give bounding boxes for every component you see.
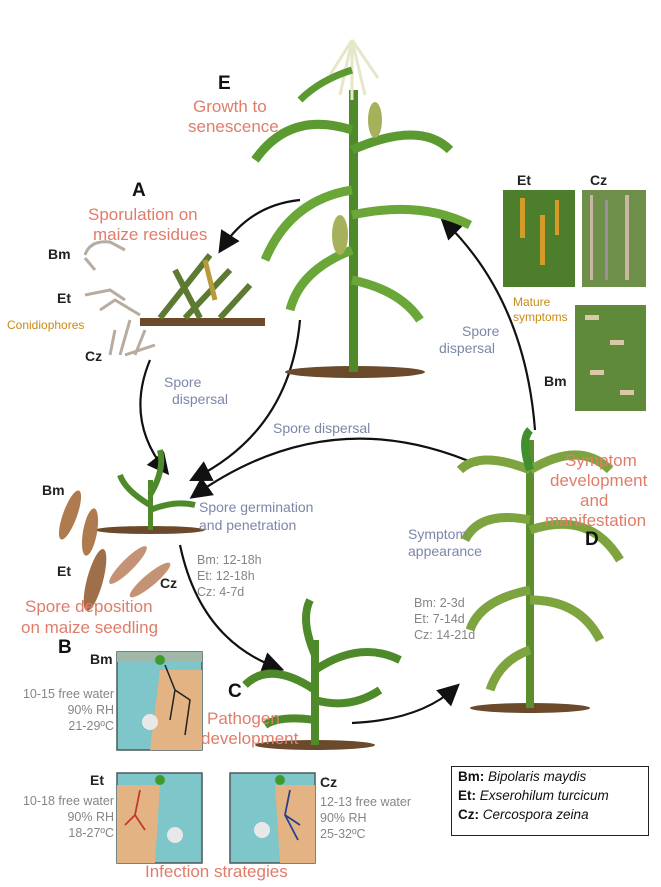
arrow-d-to-b [189, 437, 479, 499]
mature-symptoms-line2: symptoms [513, 310, 568, 324]
mature-cz-label: Cz [590, 172, 608, 188]
conidiophore-cz-label: Cz [85, 348, 103, 364]
mature-symptoms-line1: Mature [513, 295, 551, 309]
legend-name-cz: Cercospora zeina [482, 807, 589, 822]
arrow-e-to-b [189, 319, 302, 481]
legend-row-et: Et: Exserohilum turcicum [452, 786, 648, 805]
maize-residues [140, 253, 265, 326]
stage-d-title-line3: and [580, 491, 609, 510]
stage-d-letter: D [585, 529, 599, 550]
legend-abbr-cz: Cz: [458, 807, 479, 822]
species-legend: Bm: Bipolaris maydis Et: Exserohilum tur… [451, 766, 649, 836]
spores-illustration [58, 490, 171, 611]
stage-b-title-line1: Spore deposition [25, 597, 153, 616]
spore-et-label: Et [57, 563, 71, 579]
legend-abbr-et: Et: [458, 788, 476, 803]
stage-a-title-line1: Sporulation on [88, 205, 198, 224]
cz-condition-rh: 90% RH [320, 811, 367, 825]
stage-d-title-line2: development [550, 471, 648, 490]
stage-e-title-line2: senescence [188, 117, 279, 136]
germination-line2: and penetration [199, 517, 297, 533]
germination-time-bm: Bm: 12-18h [197, 553, 262, 567]
arrow-b-to-c [178, 544, 285, 674]
infection-section-bm [116, 651, 203, 751]
stage-c-letter: C [228, 681, 242, 702]
infection-cz-label: Cz [320, 774, 338, 790]
maize-seedling [95, 449, 205, 534]
et-condition-water: 10-18 free water [22, 794, 114, 808]
legend-name-bm: Bipolaris maydis [488, 769, 587, 784]
young-maize-plant [242, 598, 402, 750]
arrow-d-to-e [440, 217, 537, 431]
infection-strategies-title: Infection strategies [145, 862, 288, 881]
spore-dispersal-middle: Spore dispersal [273, 420, 371, 436]
stage-b-title-line2: on maize seedling [21, 618, 159, 637]
germination-time-cz: Cz: 4-7d [197, 585, 245, 599]
germination-line1: Spore germination [199, 499, 314, 515]
conidiophores-label: Conidiophores [7, 318, 85, 332]
spore-dispersal-left-line1: Spore [164, 374, 202, 390]
arrow-a-to-b [139, 359, 170, 476]
spore-dispersal-right-line2: dispersal [439, 340, 496, 356]
stage-c-title-line2: development [201, 729, 299, 748]
legend-row-bm: Bm: Bipolaris maydis [452, 767, 648, 786]
infection-section-et [116, 772, 203, 864]
bm-condition-temp: 21-29ºC [68, 719, 114, 733]
bm-condition-water: 10-15 free water [22, 687, 114, 701]
symptom-appearance-line1: Symptom [408, 526, 468, 542]
mature-bm-label: Bm [544, 373, 567, 389]
conidiophore-et-label: Et [57, 290, 71, 306]
appearance-time-bm: Bm: 2-3d [414, 596, 465, 610]
legend-abbr-bm: Bm: [458, 769, 485, 784]
infection-section-cz [229, 772, 316, 864]
stage-d-title-line4: manifestation [545, 511, 647, 530]
spore-bm-label: Bm [42, 482, 65, 498]
infection-et-label: Et [90, 772, 104, 788]
conidiophores-illustration [83, 240, 156, 357]
cz-condition-water: 12-13 free water [320, 795, 412, 809]
spore-cz-label: Cz [160, 575, 178, 591]
stage-e-title-line1: Growth to [193, 97, 267, 116]
stage-b-letter: B [58, 637, 72, 658]
mature-symptom-panels [503, 190, 646, 411]
germination-time-et: Et: 12-18h [197, 569, 255, 583]
cz-condition-temp: 25-32ºC [320, 827, 366, 841]
stage-e-letter: E [218, 73, 231, 94]
arrow-c-to-d [351, 683, 460, 725]
bm-condition-rh: 90% RH [67, 703, 114, 717]
appearance-time-et: Et: 7-14d [414, 612, 465, 626]
mature-et-label: Et [517, 172, 531, 188]
spore-dispersal-right-line1: Spore [462, 323, 500, 339]
symptom-appearance-line2: appearance [408, 543, 482, 559]
stage-d-title-line1: Symptom [565, 451, 637, 470]
appearance-time-cz: Cz: 14-21d [414, 628, 476, 642]
mature-maize-plant [251, 39, 473, 378]
et-condition-rh: 90% RH [67, 810, 114, 824]
infection-bm-label: Bm [90, 651, 113, 667]
stage-a-letter: A [132, 180, 146, 201]
stage-c-title-line1: Pathogen [207, 709, 280, 728]
et-condition-temp: 18-27ºC [68, 826, 114, 840]
legend-row-cz: Cz: Cercospora zeina [452, 805, 648, 824]
symptomatic-maize-plant [456, 427, 624, 713]
stage-a-title-line2: maize residues [93, 225, 208, 244]
legend-name-et: Exserohilum turcicum [479, 788, 609, 803]
conidiophore-bm-label: Bm [48, 246, 71, 262]
arrow-e-to-a [218, 198, 301, 254]
spore-dispersal-left-line2: dispersal [172, 391, 229, 407]
